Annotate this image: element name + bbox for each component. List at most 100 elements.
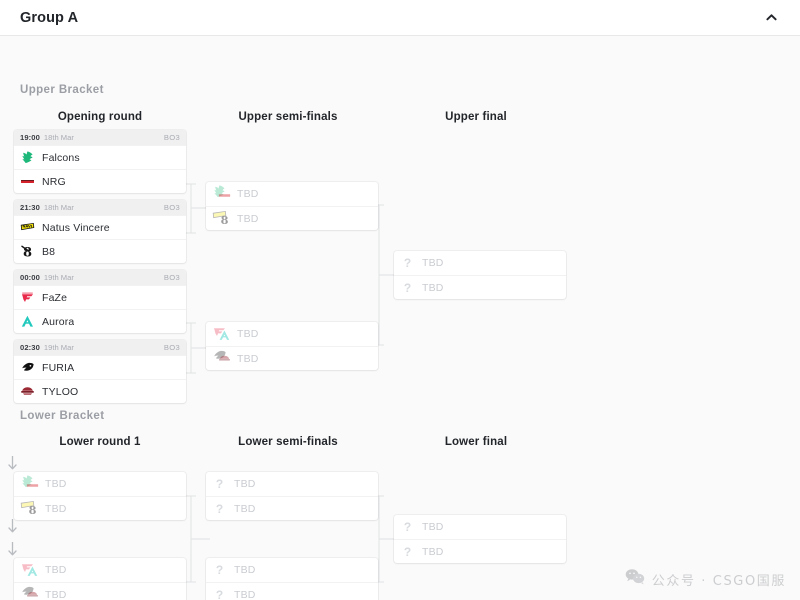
wechat-icon xyxy=(625,568,645,590)
match-card[interactable]: 21:30 18th Mar BO3 NAVI Natus Vincere 8 … xyxy=(14,200,186,263)
team-row[interactable]: 8 TBD xyxy=(14,496,186,520)
match-card[interactable]: TBD TBD xyxy=(14,558,186,600)
group-header: Group A xyxy=(0,0,800,36)
svg-text:NAVI: NAVI xyxy=(22,225,32,229)
question-mark-icon: ? xyxy=(215,563,224,577)
upper-bracket-label: Upper Bracket xyxy=(20,84,104,96)
aurora-logo xyxy=(20,314,35,329)
match-card[interactable]: TBD TBD xyxy=(206,322,378,370)
match-card[interactable]: 02:30 19th Mar BO3 FURIA TYLOO xyxy=(14,340,186,403)
match-card[interactable]: 19:00 18th Mar BO3 Falcons NRG xyxy=(14,130,186,193)
team-name: FaZe xyxy=(42,291,68,304)
team-name: TBD xyxy=(422,257,444,269)
match-date: 19th Mar xyxy=(43,343,74,352)
team-name: Aurora xyxy=(42,315,75,328)
team-row[interactable]: TYLOO xyxy=(14,379,186,403)
team-row[interactable]: TBD xyxy=(14,472,186,496)
team-row[interactable]: FaZe xyxy=(14,285,186,309)
team-row[interactable]: ? TBD xyxy=(394,515,566,539)
match-format: BO3 xyxy=(163,203,180,212)
team-name: TBD xyxy=(45,478,67,490)
team-row[interactable]: ? TBD xyxy=(206,582,378,600)
match-time: 02:30 xyxy=(20,343,40,352)
team-row[interactable]: ? TBD xyxy=(394,251,566,275)
team-name: Natus Vincere xyxy=(42,221,110,234)
team-row[interactable]: Falcons xyxy=(14,145,186,169)
navi-logo: NAVI xyxy=(20,220,35,235)
team-row[interactable]: 8 TBD xyxy=(206,206,378,230)
team-placeholder-icon xyxy=(20,585,41,600)
match-format: BO3 xyxy=(163,343,180,352)
svg-text:8: 8 xyxy=(23,246,32,259)
team-row[interactable]: TBD xyxy=(206,346,378,370)
match-card[interactable]: ? TBD ? TBD xyxy=(394,251,566,299)
team-name: TBD xyxy=(234,564,256,576)
team-name: TBD xyxy=(422,281,444,294)
team-name: NRG xyxy=(42,175,66,188)
furia-logo xyxy=(20,360,35,375)
team-row[interactable]: ? TBD xyxy=(394,275,566,299)
drop-down-arrow-icon xyxy=(8,541,17,558)
round-label-lower-semis: Lower semi-finals xyxy=(238,436,338,448)
team-row[interactable]: TBD xyxy=(206,322,378,346)
match-card[interactable]: TBD 8 TBD xyxy=(14,472,186,520)
team-row[interactable]: ? TBD xyxy=(206,496,378,520)
collapse-group-button[interactable] xyxy=(760,7,782,29)
team-row[interactable]: ? TBD xyxy=(206,558,378,582)
match-format: BO3 xyxy=(163,133,180,142)
bracket-canvas: Upper Bracket Opening round Upper semi-f… xyxy=(0,36,800,600)
watermark-text: 公众号 · CSGO国服 xyxy=(651,573,786,589)
faze-logo xyxy=(20,290,35,305)
round-label-upper-semis: Upper semi-finals xyxy=(238,111,338,123)
team-name: TBD xyxy=(234,502,256,515)
team-name: TYLOO xyxy=(42,385,79,398)
team-name: TBD xyxy=(237,352,259,365)
lower-bracket-label: Lower Bracket xyxy=(20,410,105,422)
team-placeholder-icon: 8 xyxy=(212,209,233,228)
team-row[interactable]: TBD xyxy=(206,182,378,206)
question-mark-icon: ? xyxy=(215,477,224,491)
match-date: 18th Mar xyxy=(43,133,74,142)
round-label-lower-round1: Lower round 1 xyxy=(59,436,141,448)
watermark: 公众号 · CSGO国服 xyxy=(625,568,786,590)
team-name: B8 xyxy=(42,245,56,258)
team-name: TBD xyxy=(422,521,444,533)
match-header: 19:00 18th Mar BO3 xyxy=(14,130,186,145)
team-name: TBD xyxy=(237,212,259,225)
team-row[interactable]: 8 B8 xyxy=(14,239,186,263)
team-name: TBD xyxy=(45,564,67,576)
team-row[interactable]: ? TBD xyxy=(206,472,378,496)
team-row[interactable]: TBD xyxy=(14,558,186,582)
team-row[interactable]: NRG xyxy=(14,169,186,193)
match-time: 21:30 xyxy=(20,203,40,212)
chevron-up-icon xyxy=(765,12,777,23)
team-placeholder-icon xyxy=(20,474,41,494)
match-header: 02:30 19th Mar BO3 xyxy=(14,340,186,355)
match-card[interactable]: ? TBD ? TBD xyxy=(206,472,378,520)
match-time: 19:00 xyxy=(20,133,40,142)
round-label-lower-final: Lower final xyxy=(444,436,508,448)
match-date: 19th Mar xyxy=(43,273,74,282)
svg-text:8: 8 xyxy=(29,503,37,516)
match-format: BO3 xyxy=(163,273,180,282)
team-row[interactable]: NAVI Natus Vincere xyxy=(14,215,186,239)
question-mark-icon: ? xyxy=(403,280,412,295)
team-row[interactable]: Aurora xyxy=(14,309,186,333)
match-card[interactable]: 00:00 19th Mar BO3 FaZe Aurora xyxy=(14,270,186,333)
question-mark-icon: ? xyxy=(215,501,224,516)
team-placeholder-icon xyxy=(212,325,233,344)
team-row[interactable]: ? TBD xyxy=(394,539,566,563)
team-row[interactable]: TBD xyxy=(14,582,186,600)
team-placeholder-icon xyxy=(20,561,41,580)
b8-logo: 8 xyxy=(20,244,35,259)
match-card[interactable]: TBD 8 TBD xyxy=(206,182,378,230)
question-mark-icon: ? xyxy=(215,587,224,600)
question-mark-icon: ? xyxy=(403,544,412,559)
match-date: 18th Mar xyxy=(43,203,74,212)
match-card[interactable]: ? TBD ? TBD xyxy=(206,558,378,600)
match-card[interactable]: ? TBD ? TBD xyxy=(394,515,566,563)
team-placeholder-icon: 8 xyxy=(20,499,41,518)
team-name: Falcons xyxy=(42,151,80,164)
round-label-upper-final: Upper final xyxy=(445,111,507,123)
team-row[interactable]: FURIA xyxy=(14,355,186,379)
